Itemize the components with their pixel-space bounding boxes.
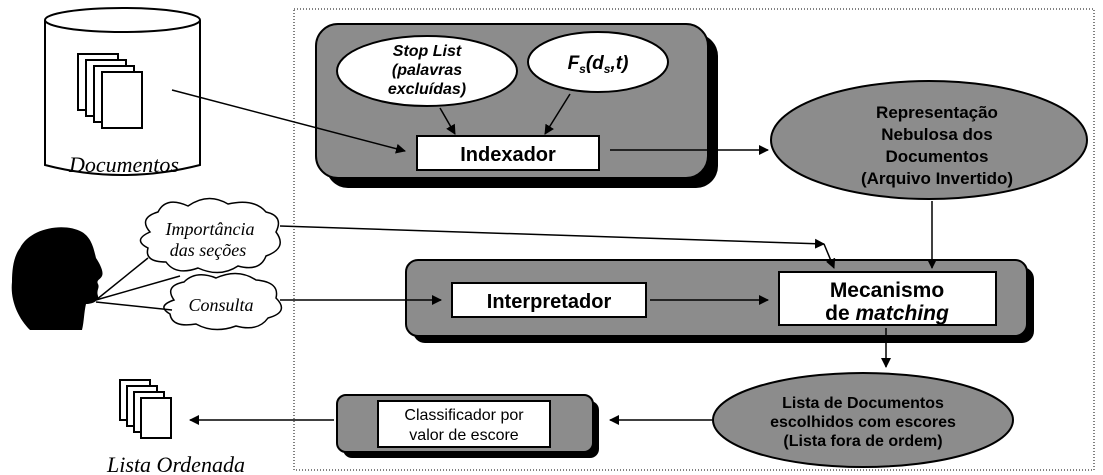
documents-stack-icon — [77, 53, 143, 129]
svg-text:Consulta: Consulta — [188, 295, 253, 315]
importancia-cloud: Importância das seções — [139, 197, 281, 274]
fs-function-ellipse: Fs(ds,t) — [527, 31, 669, 93]
svg-text:Stop List: Stop List — [393, 43, 462, 60]
classifier-panel: Classificador por valor de escore — [336, 394, 599, 458]
lista-ordenada-label: Lista Ordenada — [106, 452, 245, 475]
svg-text:valor de escore: valor de escore — [409, 427, 518, 444]
svg-text:(Arquivo Invertido): (Arquivo Invertido) — [861, 169, 1013, 188]
interpretador-box: Interpretador — [451, 282, 647, 318]
speech-lines — [95, 257, 181, 311]
svg-text:Lista de Documentos: Lista de Documentos — [782, 395, 944, 412]
user-silhouette-icon — [11, 227, 103, 330]
svg-text:Representação: Representação — [876, 103, 998, 122]
svg-text:Classificador por: Classificador por — [404, 407, 524, 424]
svg-text:Indexador: Indexador — [460, 144, 556, 166]
svg-text:Documentos: Documentos — [886, 147, 989, 166]
stop-list-ellipse: Stop List (palavras excluídas) — [336, 35, 518, 107]
consulta-cloud: Consulta — [163, 272, 283, 331]
matching-mechanism-box: Mecanismo de matching — [778, 271, 997, 326]
documentos-label: Documentos — [68, 152, 179, 177]
flow-arrows — [171, 89, 937, 425]
svg-text:(palavras: (palavras — [392, 62, 462, 79]
indexador-box: Indexador — [416, 135, 600, 171]
svg-text:Fs(ds,t): Fs(ds,t) — [568, 53, 629, 76]
svg-text:(Lista fora de ordem): (Lista fora de ordem) — [783, 433, 942, 450]
system-boundary — [293, 8, 1095, 471]
svg-text:Importância: Importância — [165, 219, 255, 239]
ordered-list-stack-icon — [119, 379, 172, 439]
svg-text:Interpretador: Interpretador — [487, 291, 612, 313]
svg-text:excluídas): excluídas) — [388, 81, 466, 98]
svg-text:Nebulosa dos: Nebulosa dos — [881, 125, 992, 144]
svg-text:Mecanismo: Mecanismo — [830, 279, 944, 302]
svg-text:de matching: de matching — [825, 302, 949, 325]
unordered-list-ellipse: Lista de Documentos escolhidos com escor… — [712, 372, 1014, 468]
svg-text:das seções: das seções — [170, 240, 246, 260]
svg-text:escolhidos com escores: escolhidos com escores — [770, 414, 956, 431]
representation-ellipse: Representação Nebulosa dos Documentos (A… — [770, 80, 1088, 200]
